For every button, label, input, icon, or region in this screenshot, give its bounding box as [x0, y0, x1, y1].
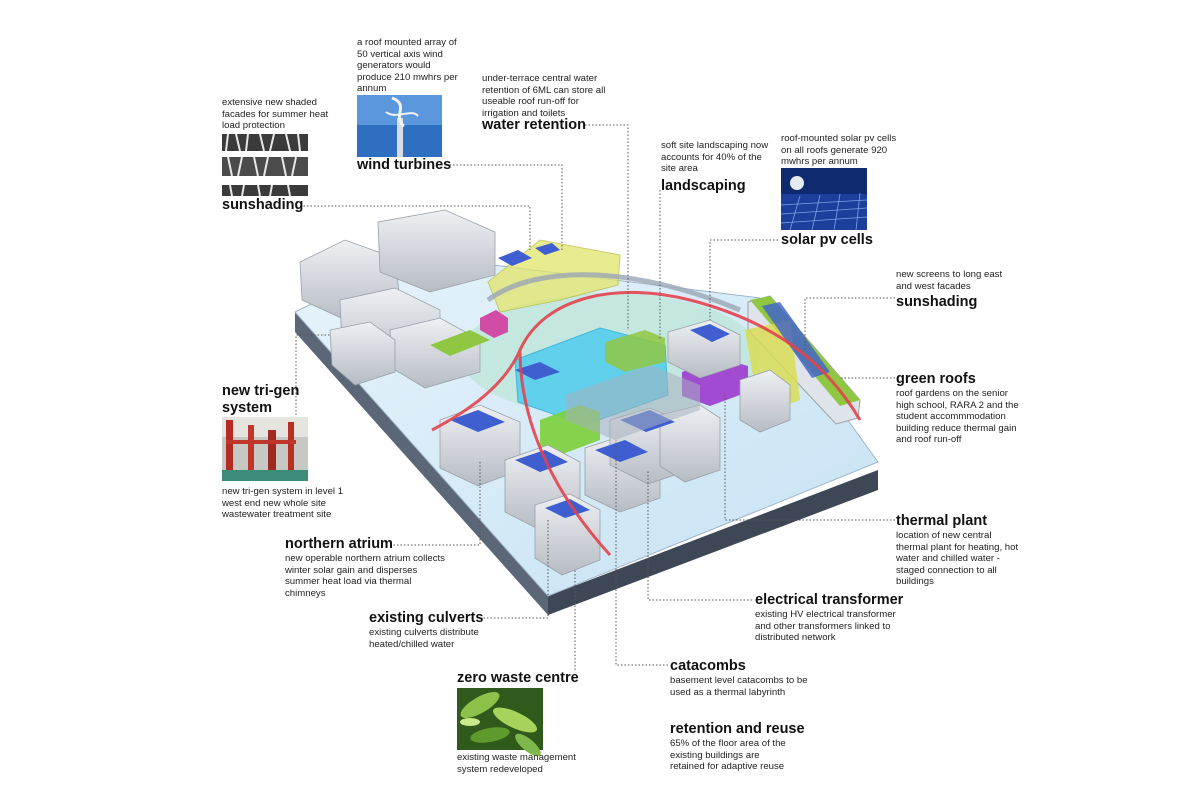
facade-screen-photo	[222, 133, 308, 197]
annotation-desc: basement level catacombs to be used as a…	[670, 675, 808, 698]
annotation-desc: new screens to long east and west facade…	[896, 269, 1003, 292]
annotation-sunshading-left: extensive new shaded facades for summer …	[222, 97, 342, 132]
annotation-title: sunshading	[222, 197, 304, 213]
annotation-title: thermal plant	[896, 513, 988, 529]
annotation-desc: new operable northern atrium collects wi…	[285, 553, 445, 599]
annotation-zero-waste: zero waste centre	[457, 670, 579, 687]
annotation-electrical-transformer: electrical transformer existing HV elect…	[755, 592, 905, 644]
annotation-title: catacombs	[670, 658, 746, 674]
annotation-desc: location of new central thermal plant fo…	[896, 530, 1019, 588]
annotation-zero-waste-desc: existing waste management system redevel…	[457, 752, 582, 775]
central-green-roof	[605, 330, 665, 372]
annotation-title: landscaping	[661, 177, 746, 194]
annotation-title: existing culverts	[369, 610, 484, 626]
annotation-desc: roof gardens on the senior high school, …	[896, 388, 1019, 446]
annotation-solar-pv: roof-mounted solar pv cells on all roofs…	[781, 133, 899, 168]
annotation-water-retention: under-terrace central water retention of…	[482, 73, 612, 119]
annotation-title: northern atrium	[285, 536, 393, 552]
annotation-desc: extensive new shaded facades for summer …	[222, 97, 329, 132]
annotation-sunshading-right: new screens to long east and west facade…	[896, 269, 1014, 311]
pink-block	[480, 310, 508, 338]
annotation-retention-reuse: retention and reuse 65% of the floor are…	[670, 721, 805, 773]
annotation-title: solar pv cells	[781, 232, 873, 248]
annotation-desc: roof-mounted solar pv cells on all roofs…	[781, 133, 897, 168]
catacomb-grid	[565, 365, 700, 440]
green-roof-strip-west	[430, 330, 490, 356]
annotation-thermal-plant: thermal plant location of new central th…	[896, 513, 1024, 588]
recycled-glass-photo	[457, 688, 543, 757]
existing-buildings-south	[439, 404, 721, 576]
annotation-wind-turbines: a roof mounted array of 50 vertical axis…	[357, 37, 465, 95]
annotation-desc: existing waste management system redevel…	[457, 752, 576, 775]
grey-ring-road	[486, 272, 741, 313]
annotation-desc: existing culverts distribute heated/chil…	[369, 627, 479, 650]
annotation-green-roofs: green roofs roof gardens on the senior h…	[896, 371, 1024, 446]
annotation-title: retention and reuse	[670, 721, 805, 737]
annotation-desc: a roof mounted array of 50 vertical axis…	[357, 37, 458, 95]
solar-roof-east	[690, 324, 730, 342]
annotation-title: green roofs	[896, 371, 976, 387]
annotation-existing-culverts: existing culverts existing culverts dist…	[369, 610, 494, 650]
annotation-northern-atrium: northern atrium new operable northern at…	[285, 536, 445, 599]
leader-lines	[295, 124, 895, 670]
annotation-desc: new tri-gen system in level 1 west end n…	[222, 486, 344, 521]
annotation-title: sunshading	[896, 294, 978, 311]
annotation-title: zero waste centre	[457, 670, 579, 686]
annotation-desc: 65% of the floor area of the existing bu…	[670, 738, 786, 773]
tri-gen-plant-photo	[222, 417, 308, 481]
annotation-tri-gen: new tri-gen system	[222, 383, 312, 417]
wind-turbine-photo	[357, 95, 442, 157]
annotation-desc: existing HV electrical transformer and o…	[755, 609, 896, 644]
annotation-desc: under-terrace central water retention of…	[482, 73, 606, 119]
solar-panel-photo	[780, 168, 868, 231]
annotation-desc: soft site landscaping now accounts for 4…	[661, 140, 769, 175]
annotation-title: electrical transformer	[755, 592, 904, 608]
culvert-route	[431, 290, 862, 557]
annotation-title: wind turbines	[357, 157, 452, 173]
annotation-landscaping: soft site landscaping now accounts for 4…	[661, 140, 779, 195]
annotation-tri-gen-desc: new tri-gen system in level 1 west end n…	[222, 486, 352, 521]
annotation-title: water retention	[482, 117, 586, 133]
annotation-title: new tri-gen system	[222, 383, 300, 416]
annotation-catacombs: catacombs basement level catacombs to be…	[670, 658, 820, 698]
